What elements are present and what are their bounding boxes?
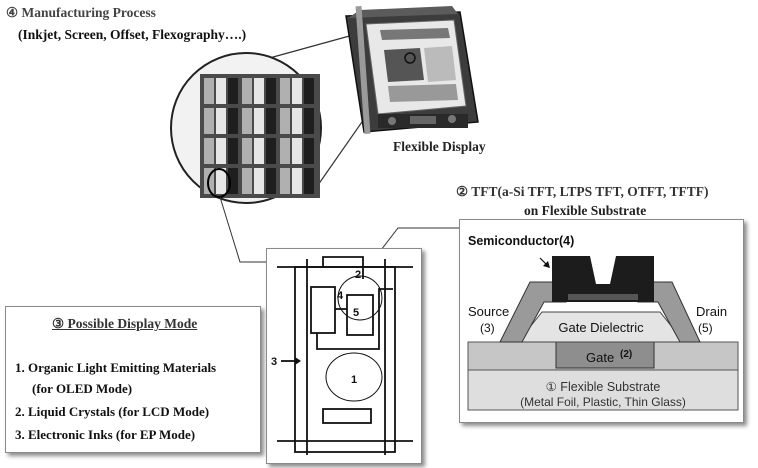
pixel-circuit-schematic: 2 4 5 3 1 <box>271 256 413 455</box>
circuit-label-1: 1 <box>351 374 357 386</box>
mode-item-ep: 3. Electronic Inks (for EP Mode) <box>15 427 196 442</box>
flexible-display-label: Flexible Display <box>393 139 486 154</box>
gate-dielectric-layer <box>516 311 686 343</box>
flexible-substrate-layer <box>467 369 739 411</box>
display-mode-box: ③ Possible Display Mode 1. Organic Light… <box>5 306 261 453</box>
display-mode-title: ③ Possible Display Mode <box>52 316 198 331</box>
source-number: (3) <box>480 321 495 335</box>
circuit-label-2: 2 <box>355 269 361 281</box>
tft-cross-section-box: Semiconductor(4) Source (3) Drain (5) Ga… <box>459 219 744 423</box>
circuit-label-5: 5 <box>353 307 359 319</box>
gate-dielectric-label: Gate Dielectric <box>558 320 644 335</box>
magnifier-circle <box>170 52 322 204</box>
selected-pixel-marker <box>207 168 231 198</box>
tft-cross-section: Semiconductor(4) Source (3) Drain (5) Ga… <box>467 234 739 411</box>
tft-subtitle: on Flexible Substrate <box>524 203 647 218</box>
pixel-to-circuit-leader <box>219 196 266 263</box>
drain-number: (5) <box>698 321 713 335</box>
source-label: Source <box>468 304 509 319</box>
manufacturing-process-methods: (Inkjet, Screen, Offset, Flexography….) <box>18 27 247 42</box>
semiconductor-layer <box>552 256 654 302</box>
circuit-label-3: 3 <box>271 356 277 368</box>
semiconductor-channel <box>568 294 638 300</box>
mode-item-lcd: 2. Liquid Crystals (for LCD Mode) <box>15 404 210 419</box>
substrate-materials: (Metal Foil, Plastic, Thin Glass) <box>520 395 686 409</box>
magnifier-leader-top <box>254 31 365 63</box>
gate-label: Gate <box>586 350 614 365</box>
manufacturing-process-title: ④ Manufacturing Process <box>6 5 156 20</box>
mode-item-oled-note: (for OLED Mode) <box>32 381 133 396</box>
substrate-label: ① Flexible Substrate <box>546 380 661 394</box>
tft-title: ② TFT(a-Si TFT, LTPS TFT, OTFT, TFTF) <box>456 184 709 199</box>
circuit-label-4: 4 <box>337 290 344 302</box>
semiconductor-label: Semiconductor(4) <box>468 234 574 248</box>
gate-electrode <box>555 341 655 369</box>
pixel-circuit-box: 2 4 5 3 1 <box>266 248 422 464</box>
flexible-display-device <box>345 5 479 135</box>
mode-item-oled: 1. Organic Light Emitting Materials <box>15 360 217 375</box>
drain-label: Drain <box>696 304 727 319</box>
gate-number: (2) <box>620 349 632 360</box>
pixel-matrix <box>204 78 314 194</box>
